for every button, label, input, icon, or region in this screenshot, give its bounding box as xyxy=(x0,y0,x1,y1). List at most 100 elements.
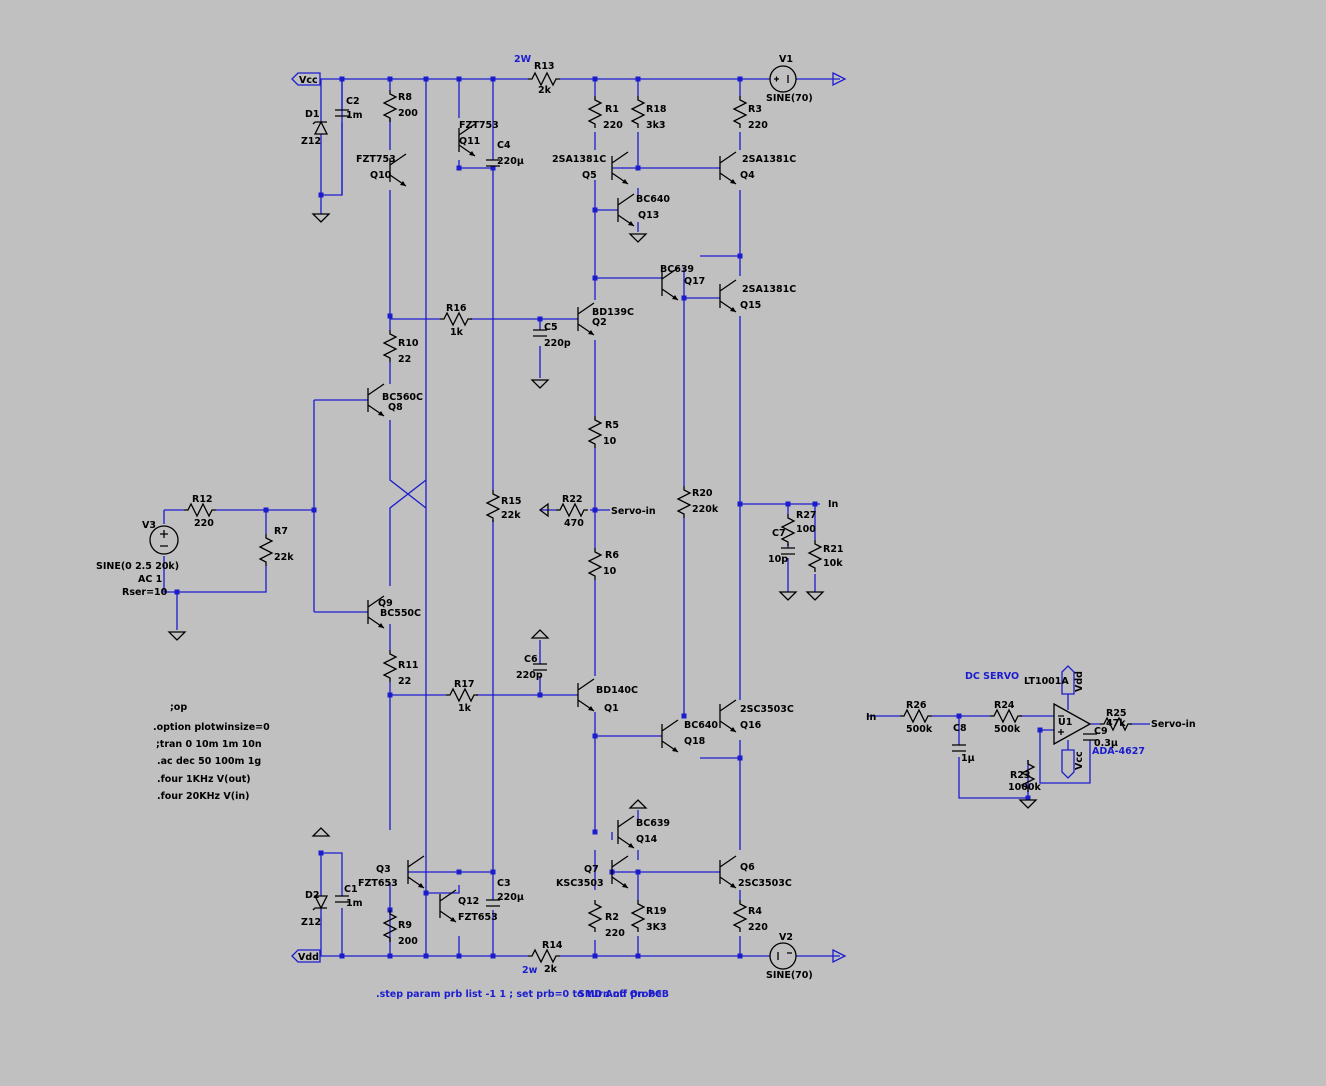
resistor-r8[interactable] xyxy=(382,90,398,122)
q12-part: FZT653 xyxy=(458,912,498,923)
transistor-q7[interactable] xyxy=(611,855,629,889)
resistor-r13[interactable] xyxy=(528,71,560,87)
resistor-r23[interactable] xyxy=(1020,760,1036,792)
resistor-r21[interactable] xyxy=(807,540,823,572)
vdd-label: Vdd xyxy=(298,952,319,963)
c1-name: C1 xyxy=(344,884,358,895)
transistor-q5[interactable] xyxy=(611,151,629,185)
resistor-r2[interactable] xyxy=(587,900,603,932)
transistor-q12[interactable] xyxy=(439,889,457,923)
q8-name: Q8 xyxy=(388,402,403,413)
r26-name: R26 xyxy=(906,700,927,711)
resistor-r7[interactable] xyxy=(258,534,274,566)
resistor-r18[interactable] xyxy=(630,96,646,128)
r15-name: R15 xyxy=(501,496,522,507)
resistor-r4[interactable] xyxy=(732,900,748,932)
resistor-r15[interactable] xyxy=(485,490,501,522)
directive-5: .four 1KHz V(out) xyxy=(157,774,251,785)
c5-name: C5 xyxy=(544,322,558,333)
capacitors xyxy=(335,109,1097,907)
capacitor-c2[interactable] xyxy=(335,109,349,117)
r24-name: R24 xyxy=(994,700,1015,711)
voltage-source-v3[interactable] xyxy=(149,525,179,555)
q11-part: FZT753 xyxy=(459,120,499,131)
resistor-r1[interactable] xyxy=(587,96,603,128)
transistor-q4[interactable] xyxy=(719,151,737,185)
zener-d1[interactable] xyxy=(312,120,329,135)
c6-value: 220p xyxy=(516,670,543,681)
r23-name: R23 xyxy=(1010,770,1031,781)
resistor-r25[interactable] xyxy=(1100,716,1132,732)
resistor-r10[interactable] xyxy=(382,330,398,362)
transistor-q18[interactable] xyxy=(661,719,679,753)
r8-value: 200 xyxy=(398,108,418,119)
r19-value: 3K3 xyxy=(646,922,667,933)
r9-name: R9 xyxy=(398,920,412,931)
capacitor-c3[interactable] xyxy=(486,899,500,907)
capacitor-c1[interactable] xyxy=(335,895,349,903)
transistor-q17[interactable] xyxy=(661,267,679,301)
resistor-r16[interactable] xyxy=(440,311,472,327)
transistor-q1[interactable] xyxy=(577,678,595,712)
resistor-r19[interactable] xyxy=(630,900,646,932)
r14-power: 2w xyxy=(522,965,538,976)
resistor-r9[interactable] xyxy=(382,910,398,942)
transistor-q3[interactable] xyxy=(407,855,425,889)
capacitor-c9[interactable] xyxy=(1083,733,1097,741)
resistor-r20[interactable] xyxy=(676,486,692,518)
r25-value: 47k xyxy=(1106,718,1126,729)
capacitor-c6[interactable] xyxy=(533,663,547,671)
transistor-q9[interactable] xyxy=(367,595,385,629)
resistor-r6[interactable] xyxy=(587,548,603,580)
r13-power: 2W xyxy=(514,54,532,65)
resistor-r17[interactable] xyxy=(446,687,478,703)
capacitor-c7[interactable] xyxy=(781,547,795,555)
transistor-q6[interactable] xyxy=(719,855,737,889)
transistor-q11[interactable] xyxy=(458,123,476,157)
r20-name: R20 xyxy=(692,488,713,499)
vcc-label: Vcc xyxy=(299,75,318,86)
transistor-q15[interactable] xyxy=(719,279,737,313)
r10-name: R10 xyxy=(398,338,419,349)
net-flag-vdd xyxy=(291,949,321,963)
transistor-q14[interactable] xyxy=(617,815,635,849)
capacitor-c4[interactable] xyxy=(486,159,500,167)
d2-value: Z12 xyxy=(301,917,321,928)
transistor-q13[interactable] xyxy=(617,193,635,227)
resistor-r22[interactable] xyxy=(556,502,588,518)
voltage-source-v1[interactable] xyxy=(769,65,797,93)
directive-2: .option plotwinsize=0 xyxy=(153,722,270,733)
r7-value: 22k xyxy=(274,552,294,563)
resistor-r24[interactable] xyxy=(990,708,1022,724)
r21-value: 10k xyxy=(823,558,843,569)
resistor-r11[interactable] xyxy=(382,650,398,682)
capacitor-c8[interactable] xyxy=(952,744,966,752)
transistor-q8[interactable] xyxy=(367,383,385,417)
c2-value: 1m xyxy=(346,110,363,121)
voltage-source-v2[interactable] xyxy=(769,942,797,970)
c7-value: 10p xyxy=(768,554,788,565)
zener-d2[interactable] xyxy=(312,895,329,911)
transistor-q16[interactable] xyxy=(719,699,737,733)
resistor-r5[interactable] xyxy=(587,416,603,448)
v1-value: SINE(70) xyxy=(766,93,813,104)
resistor-r3[interactable] xyxy=(732,96,748,128)
resistor-r14[interactable] xyxy=(528,948,560,964)
opamp-vdd-label: Vdd xyxy=(1074,671,1085,692)
transistor-q2[interactable] xyxy=(577,302,595,336)
c1-value: 1m xyxy=(346,898,363,909)
transistor-q10[interactable] xyxy=(389,153,407,187)
q7-part: KSC3503 xyxy=(556,878,604,889)
resistor-r27[interactable] xyxy=(780,514,796,546)
q9-name: Q9 xyxy=(378,598,393,609)
r4-value: 220 xyxy=(748,922,768,933)
opamp-u1[interactable] xyxy=(1053,702,1092,746)
opamp-power-flags xyxy=(1061,665,1075,779)
servo-out-label: Servo-in xyxy=(1151,719,1196,730)
c4-name: C4 xyxy=(497,140,511,151)
r18-name: R18 xyxy=(646,104,667,115)
resistor-r26[interactable] xyxy=(900,708,932,724)
port-arrows xyxy=(832,71,847,964)
resistor-r12[interactable] xyxy=(184,502,216,518)
capacitor-c5[interactable] xyxy=(533,329,547,337)
